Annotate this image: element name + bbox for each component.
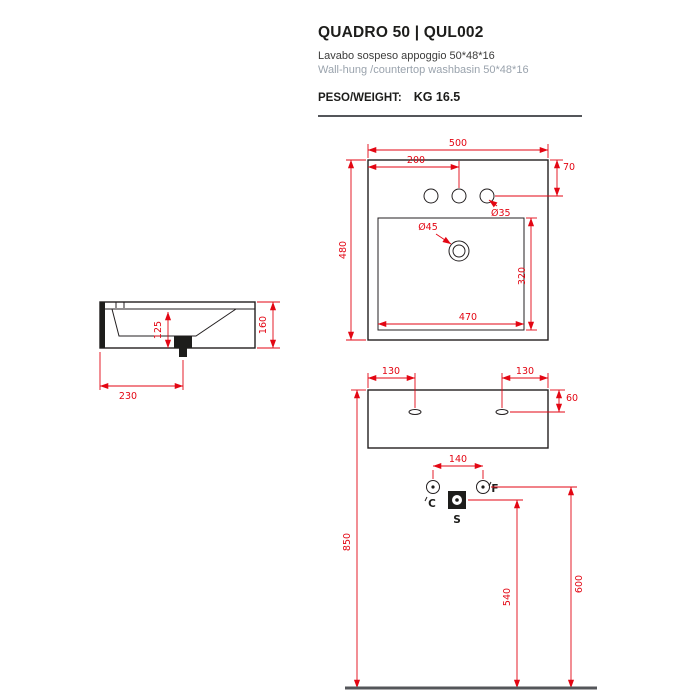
- tick-mark: [424, 496, 428, 502]
- dim-depth-to-drain: 230: [99, 352, 184, 402]
- dim-waste-height: 540: [468, 499, 523, 689]
- cold-water-symbol: [426, 480, 440, 494]
- hot-water-symbol: [476, 480, 490, 494]
- dim-label-160: 160: [258, 316, 269, 334]
- dim-label-850: 850: [342, 533, 353, 551]
- dim-label-drain-dia: Ø45: [418, 222, 438, 233]
- side-view: 125 160 230: [99, 301, 280, 402]
- bottom-view: 130 130 60 140: [342, 366, 597, 690]
- faucet-hole-right: [479, 188, 495, 204]
- drain-hole-outer: [448, 240, 470, 262]
- cold-water-dot: [431, 485, 435, 489]
- bowl-profile: [111, 308, 237, 337]
- dim-fixing-left: 130: [367, 366, 416, 408]
- basin-outline: [367, 159, 549, 341]
- dim-label-130-left: 130: [382, 366, 400, 377]
- dim-hole-offset: 200: [367, 155, 460, 188]
- dim-label-230: 230: [119, 391, 137, 402]
- dim-label-540: 540: [502, 588, 513, 606]
- dim-label-140: 140: [449, 454, 467, 465]
- header: QUADRO 50 | QUL002 Lavabo sospeso appogg…: [318, 24, 582, 117]
- dim-fixing-right: 130: [501, 366, 549, 408]
- dim-supply-spacing: 140: [432, 454, 484, 479]
- subtitle-english: Wall-hung /countertop washbasin 50*48*16: [318, 64, 529, 76]
- drain-hole-inner: [452, 244, 466, 258]
- dim-bowl-height: 320: [517, 217, 537, 331]
- dim-label-600: 600: [574, 575, 585, 593]
- dim-label-200: 200: [407, 155, 425, 166]
- tick-mark: [488, 481, 492, 487]
- hot-water-label: F: [491, 483, 498, 495]
- dim-supply-height: 600: [491, 486, 585, 689]
- drain-section: [174, 336, 192, 348]
- faucet-hole-center: [451, 188, 467, 204]
- waste-label: S: [453, 514, 461, 526]
- label-drain-diameter: Ø45: [418, 222, 452, 245]
- leader-arrow: [435, 233, 452, 245]
- dim-top-to-holes: 70: [495, 159, 575, 197]
- dim-total-height: 480: [338, 159, 366, 341]
- header-rule: [318, 115, 582, 117]
- subtitle-italian: Lavabo sospeso appoggio 50*48*16: [318, 50, 495, 62]
- dim-mount-height: 850: [342, 389, 366, 689]
- waste-symbol-dot: [455, 498, 459, 502]
- cold-water-label: C: [428, 498, 436, 510]
- rear-outline: [367, 389, 549, 449]
- front-view: 500 200 70 Ø35 Ø45: [338, 138, 575, 341]
- hot-water-dot: [481, 485, 485, 489]
- dim-label-470: 470: [459, 312, 477, 323]
- faucet-hole-left: [423, 188, 439, 204]
- dim-label-500: 500: [449, 138, 467, 149]
- dim-label-480: 480: [338, 241, 349, 259]
- dim-total-width: 500: [367, 138, 549, 158]
- dim-bowl-width: 470: [377, 312, 525, 328]
- product-title: QUADRO 50 | QUL002: [318, 24, 484, 41]
- leader-arrow: [488, 199, 498, 208]
- dim-label-60: 60: [566, 393, 578, 404]
- label-hole-diameter: Ø35: [488, 199, 511, 219]
- dim-label-125: 125: [153, 321, 164, 339]
- fixing-slot-right: [495, 409, 509, 415]
- wall-edge: [100, 302, 105, 348]
- bowl-outline: [377, 217, 525, 331]
- weight-value: KG 16.5: [413, 90, 461, 104]
- supply-symbols: C F S: [424, 480, 499, 526]
- fixing-slot-left: [408, 409, 422, 415]
- dim-label-hole-dia: Ø35: [491, 208, 511, 219]
- dim-fixing-depth: 60: [510, 389, 578, 413]
- dim-label-320: 320: [517, 267, 528, 285]
- dim-label-70: 70: [563, 162, 575, 173]
- dim-inner-height: 125: [153, 311, 172, 349]
- dim-label-130-right: 130: [516, 366, 534, 377]
- drain-stub: [179, 348, 187, 357]
- weight-row: PESO/WEIGHT: KG 16.5: [318, 88, 582, 106]
- weight-label: PESO/WEIGHT:: [318, 92, 402, 104]
- dim-side-height: 160: [257, 301, 280, 349]
